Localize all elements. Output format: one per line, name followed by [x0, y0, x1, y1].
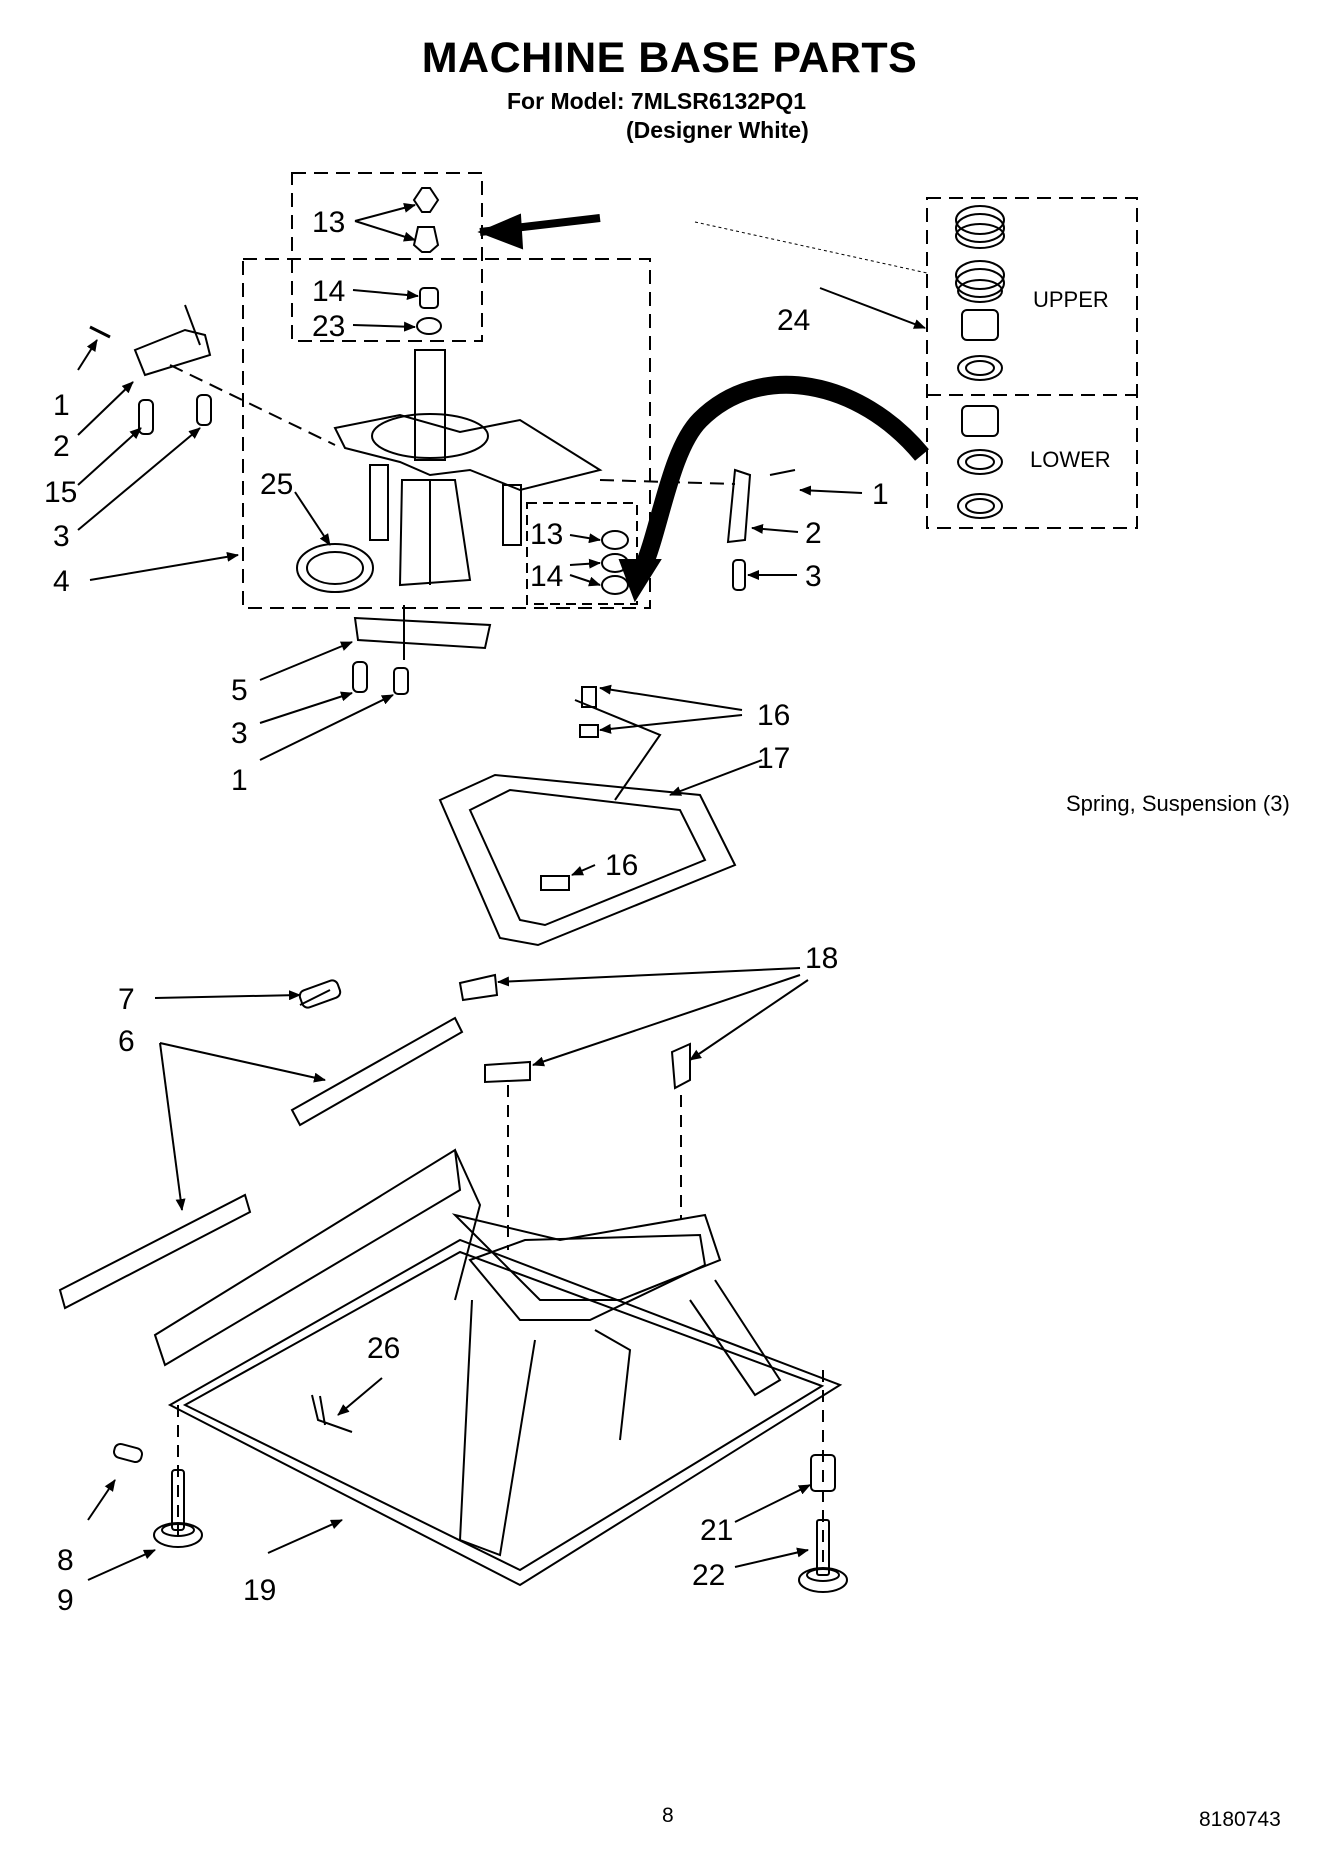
callout-23: 23 — [312, 310, 345, 343]
base-assembly-box — [242, 258, 651, 609]
callout-15: 15 — [44, 476, 77, 509]
callout-4: 4 — [53, 565, 70, 598]
callout-1-a: 1 — [53, 389, 70, 422]
callout-2-b: 2 — [805, 517, 822, 550]
callout-3-c: 3 — [805, 560, 822, 593]
kit-label-upper: UPPER — [1033, 287, 1109, 312]
page-number: 8 — [662, 1804, 674, 1827]
callout-8: 8 — [57, 1544, 74, 1577]
bushing-box-upper — [291, 172, 483, 342]
kit-label-lower: LOWER — [1030, 447, 1111, 472]
callout-13-b: 13 — [530, 518, 563, 551]
callout-22: 22 — [692, 1559, 725, 1592]
callout-16-b: 16 — [605, 849, 638, 882]
callout-3-b: 3 — [231, 717, 248, 750]
kit-box — [926, 197, 1138, 529]
suspension-note: Spring, Suspension (3) — [1066, 791, 1290, 816]
callout-14-a: 14 — [312, 275, 345, 308]
callout-21: 21 — [700, 1514, 733, 1547]
bushing-box-lower — [526, 502, 638, 605]
callout-13-a: 13 — [312, 206, 345, 239]
callout-26: 26 — [367, 1332, 400, 1365]
callout-5: 5 — [231, 674, 248, 707]
page-title: MACHINE BASE PARTS — [421, 34, 918, 82]
callout-1-c: 1 — [872, 478, 889, 511]
document-number: 8180743 — [1199, 1808, 1281, 1831]
callout-2-a: 2 — [53, 430, 70, 463]
callout-17: 17 — [757, 742, 790, 775]
callout-19: 19 — [243, 1574, 276, 1607]
model-line: For Model: 7MLSR6132PQ1 — [507, 88, 807, 114]
callout-24: 24 — [777, 304, 810, 337]
callout-9: 9 — [57, 1584, 74, 1617]
callout-25: 25 — [260, 468, 293, 501]
callout-3-a: 3 — [53, 520, 70, 553]
callout-1-b: 1 — [231, 764, 248, 797]
callout-6: 6 — [118, 1025, 135, 1058]
callout-7: 7 — [118, 983, 135, 1016]
callout-18: 18 — [805, 942, 838, 975]
callout-14-b: 14 — [530, 560, 563, 593]
variant-line: (Designer White) — [626, 117, 809, 143]
callout-16-a: 16 — [757, 699, 790, 732]
